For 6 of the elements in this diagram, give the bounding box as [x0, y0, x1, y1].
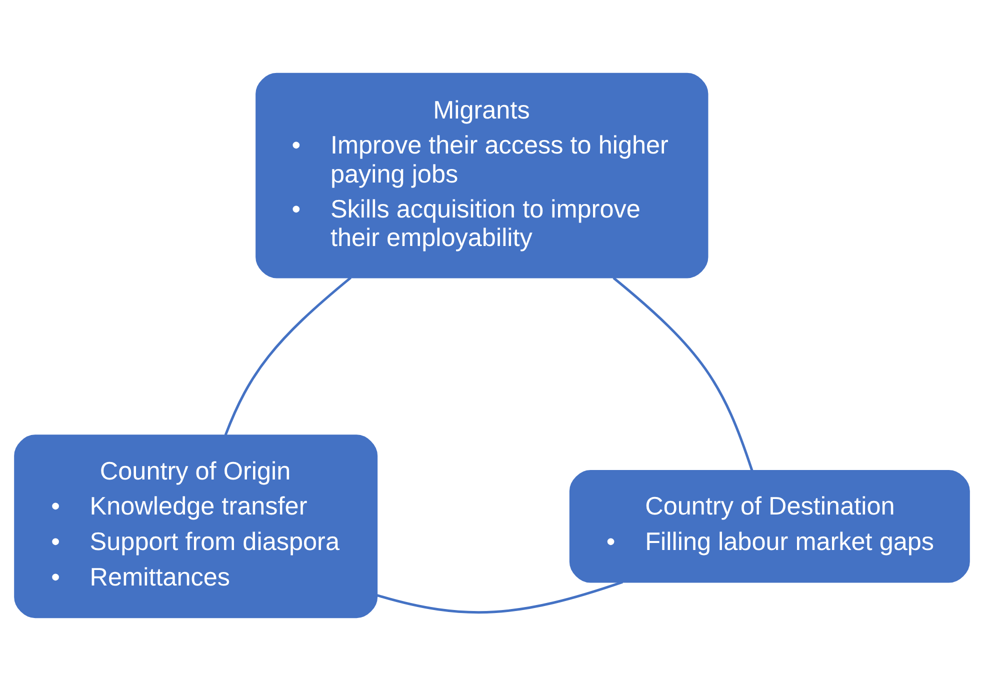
connector — [612, 276, 754, 471]
node-box: Migrants • Improve their access to higher paying jobs • Skills acquisition to improve their employability — [256, 72, 708, 278]
connector — [376, 580, 623, 614]
node-box: Country of Destination • Filling labour market gaps — [569, 470, 970, 583]
connector — [224, 276, 352, 436]
node-box: Country of Origin • Knowledge transfer • Support from diaspora • Remittances — [14, 434, 378, 618]
